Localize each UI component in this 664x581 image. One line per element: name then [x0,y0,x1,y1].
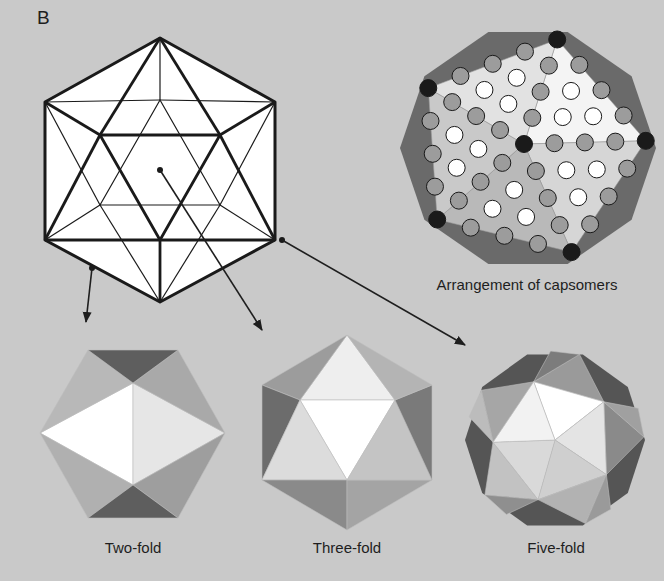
face [469,390,493,442]
capsomer [446,126,463,143]
capsomer [422,112,439,129]
capsomer [448,159,465,176]
capsomer [571,56,588,73]
view-label: Three-fold [313,540,381,557]
face [485,495,538,515]
capsomer [476,81,493,98]
capsomer [558,162,575,179]
capsomer [484,55,501,72]
capsomer [551,217,568,234]
capsid-face [428,88,524,219]
capsomer [472,173,489,190]
capsomer [508,69,525,86]
capsomer [468,108,485,125]
capsid-face [428,40,557,145]
five-fold-outline [465,354,645,525]
capsomer [582,216,599,233]
capsomer [424,145,441,162]
face [604,402,644,475]
capsomer [637,132,654,149]
capsomer [484,200,501,217]
capsomer [506,181,523,198]
capsomer [516,136,533,153]
capsomer [524,109,541,126]
capsomer [444,94,461,111]
five-fold-view [465,351,645,525]
icosahedron-wireframe [45,38,285,302]
capsomer [600,188,617,205]
capsomer [546,135,563,152]
capsomer [549,31,566,48]
capsomer [500,95,517,112]
face [534,351,580,382]
face [586,475,611,524]
capsomer [420,80,437,97]
capsomer [563,244,580,261]
capsomer [494,154,511,171]
view-label: Five-fold [527,540,585,557]
capsid-face [437,144,571,252]
panel-letter: B [37,8,50,29]
pointer-arrows [86,170,465,345]
capsomer [452,67,469,84]
capsomer [527,163,544,180]
capsomer [532,83,549,100]
capsomer [588,161,605,178]
capsomer [576,134,593,151]
capsomer [496,227,513,244]
capsomer [539,190,556,207]
view-label: Two-fold [105,540,162,557]
two-fold-view [40,350,225,518]
capsomer [518,208,535,225]
capsomer [607,133,624,150]
capsomer [462,219,479,236]
capsomer [529,235,546,252]
capsomer [615,107,632,124]
capsomer [585,108,602,125]
three-fold-view [262,335,432,530]
face [604,402,644,437]
capsomer [563,82,580,99]
capsomer [619,160,636,177]
capsomer-arrangement [400,31,656,264]
face [493,440,555,500]
face [493,382,555,442]
capsomer [516,43,533,60]
capsomer [570,189,587,206]
capsomer [540,57,557,74]
capsomer [492,122,509,139]
capsid-outline [400,32,656,264]
capsomer [470,140,487,157]
capsomer [554,109,571,126]
capsomer [429,211,446,228]
panel-caption: Arrangement of capsomers [437,277,618,294]
capsomer [450,192,467,209]
capsomer [426,178,443,195]
capsomer [593,82,610,99]
